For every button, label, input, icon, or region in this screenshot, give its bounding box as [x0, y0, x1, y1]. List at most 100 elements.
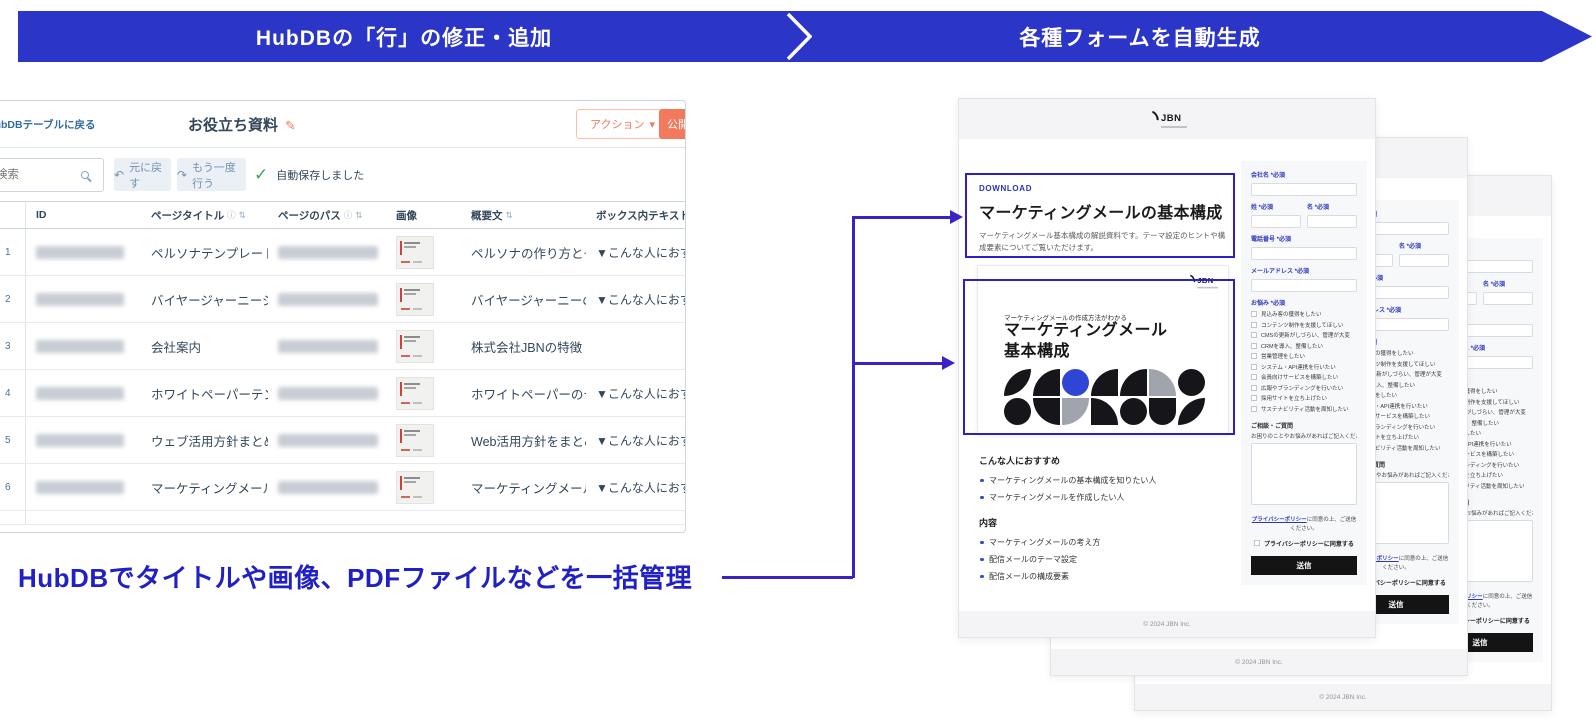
id-cell[interactable]	[26, 229, 141, 275]
page-title-cell[interactable]: マーケティングメール	[151, 481, 268, 496]
actions-button[interactable]: アクション ▾	[576, 109, 669, 139]
image-cell[interactable]	[386, 464, 461, 510]
inquiry-textarea[interactable]	[1251, 443, 1357, 505]
box-text-cell[interactable]: ▼こんな人におすすめ	[596, 433, 685, 448]
phone-field[interactable]	[1251, 247, 1357, 260]
first-name-field[interactable]	[1399, 254, 1449, 267]
page-path-cell[interactable]	[268, 323, 386, 369]
page-title-cell[interactable]: ペルソナテンプレート	[151, 246, 268, 261]
id-cell[interactable]	[26, 276, 141, 322]
autosave-status: ✓ 自動保存しました	[254, 164, 365, 184]
checkbox-icon[interactable]	[1251, 342, 1257, 349]
summary-cell[interactable]: マーケティングメール	[471, 481, 586, 496]
publish-button[interactable]: 公開	[659, 109, 685, 139]
submit-button[interactable]: 送信	[1251, 555, 1357, 575]
sort-icon[interactable]: ⇅	[355, 209, 363, 220]
image-cell[interactable]	[386, 276, 461, 322]
page-title-cell[interactable]: ウェブ活用方針まとめ	[151, 434, 268, 449]
summary-cell[interactable]: Web活用方針をまとめ	[471, 434, 586, 449]
id-cell[interactable]	[26, 323, 141, 369]
email-field[interactable]	[1251, 279, 1357, 292]
sort-icon[interactable]: ⇅	[505, 209, 513, 220]
image-cell[interactable]	[386, 229, 461, 275]
concern-checkbox-row[interactable]: コンテンツ制作を支援してほしい	[1251, 320, 1357, 331]
checkbox-icon[interactable]	[1251, 363, 1257, 370]
edit-title-icon[interactable]: ✎	[285, 118, 296, 133]
privacy-consent-row[interactable]: プライバシーポリシーに同意する	[1251, 539, 1357, 548]
column-header-id[interactable]: ID	[36, 209, 47, 221]
checkbox-icon[interactable]	[1251, 374, 1257, 381]
page-path-cell[interactable]	[268, 276, 386, 322]
concern-checkbox-row[interactable]: サステナビリティ活動を周知したい	[1251, 404, 1357, 415]
image-cell[interactable]	[386, 323, 461, 369]
concern-checkbox-row[interactable]: CRMを導入、整備したい	[1251, 341, 1357, 352]
box-text-cell[interactable]	[586, 323, 685, 369]
concern-checkbox-row[interactable]: 会員向けサービスを構築したい	[1251, 372, 1357, 383]
jbn-tagline	[1161, 126, 1187, 128]
contents-item: マーケティングメールの考え方	[979, 537, 1229, 548]
first-name-field[interactable]	[1483, 292, 1533, 305]
checkbox-icon[interactable]	[1251, 353, 1257, 360]
privacy-policy-link[interactable]: プライバシーポリシー	[1251, 517, 1307, 523]
concern-checkbox-row[interactable]: 営業管理をしたい	[1251, 351, 1357, 362]
summary-cell[interactable]: 株式会社JBNの特徴	[471, 340, 583, 355]
back-to-tables-link[interactable]: HubDBテーブルに戻る	[0, 119, 96, 131]
concern-checkbox-row[interactable]: CMSの更新がしづらい、管理が大変	[1251, 330, 1357, 341]
checkbox-icon[interactable]	[1251, 395, 1257, 402]
id-cell[interactable]	[26, 370, 141, 416]
redo-button[interactable]: ↷ もう一度行う	[177, 158, 246, 191]
blurred-path-value	[278, 480, 378, 494]
table-body: 1ペルソナテンプレートペルソナの作り方とそ▼こんな人におすすめ2バイヤージャーニ…	[0, 229, 685, 511]
last-name-field[interactable]	[1251, 215, 1301, 228]
sort-icon[interactable]: ⇅	[238, 209, 246, 220]
summary-cell[interactable]: バイヤージャーニーの	[471, 293, 586, 308]
column-header-box-text[interactable]: ボックス内テキスト	[596, 209, 685, 222]
image-cell[interactable]	[386, 370, 461, 416]
page-title-cell[interactable]: 会社案内	[151, 340, 202, 355]
page-title-cell[interactable]: バイヤージャーニーシ	[151, 293, 268, 308]
page-path-cell[interactable]	[268, 417, 386, 463]
column-header-image[interactable]: 画像	[396, 209, 417, 222]
summary-cell[interactable]: ホワイトペーパーのテ	[471, 387, 586, 402]
checkbox-icon[interactable]	[1254, 540, 1261, 547]
column-header-summary[interactable]: 概要文⇅	[471, 209, 513, 222]
concern-checkbox-row[interactable]: 広報やブランディングを行いたい	[1251, 383, 1357, 394]
search-box[interactable]	[0, 158, 104, 192]
recommend-list: マーケティングメールの基本構成を知りたい人マーケティングメールを作成したい人	[979, 475, 1229, 503]
checkbox-icon[interactable]	[1251, 332, 1257, 339]
undo-button[interactable]: ↶ 元に戻す	[114, 158, 171, 191]
page-title-cell[interactable]: ホワイトペーパーテン	[151, 387, 268, 402]
id-cell[interactable]	[26, 464, 141, 510]
checkbox-icon[interactable]	[1251, 311, 1257, 318]
company-field[interactable]	[1251, 183, 1357, 196]
checkbox-icon[interactable]	[1251, 405, 1257, 412]
concern-checkbox-row[interactable]: 見込み客の獲得をしたい	[1251, 309, 1357, 320]
search-input[interactable]	[0, 159, 76, 191]
image-cell[interactable]	[386, 417, 461, 463]
checkbox-icon[interactable]	[1251, 321, 1257, 328]
blurred-path-value	[278, 292, 378, 306]
concern-checkbox-row[interactable]: 採用サイトを立ち上げたい	[1251, 393, 1357, 404]
page-path-cell[interactable]	[268, 464, 386, 510]
page-path-cell[interactable]	[268, 370, 386, 416]
box-text-cell[interactable]: ▼こんな人におすすめ	[596, 480, 685, 495]
summary-cell[interactable]: ペルソナの作り方とそ	[471, 246, 586, 261]
first-name-field[interactable]	[1307, 215, 1357, 228]
blurred-path-value	[278, 386, 378, 400]
box-text-cell[interactable]: ▼こんな人におすすめ	[596, 292, 685, 307]
page-path-cell[interactable]	[268, 229, 386, 275]
concern-checkbox-row[interactable]: システム・API連携を行いたい	[1251, 362, 1357, 373]
landing-page-footer: © 2024 JBN Inc.	[959, 611, 1375, 637]
id-cell[interactable]	[26, 417, 141, 463]
checkbox-icon[interactable]	[1251, 384, 1257, 391]
box-text-cell[interactable]: ▼こんな人におすすめ	[596, 386, 685, 401]
box-text-cell[interactable]: ▼こんな人におすすめ	[596, 245, 685, 260]
